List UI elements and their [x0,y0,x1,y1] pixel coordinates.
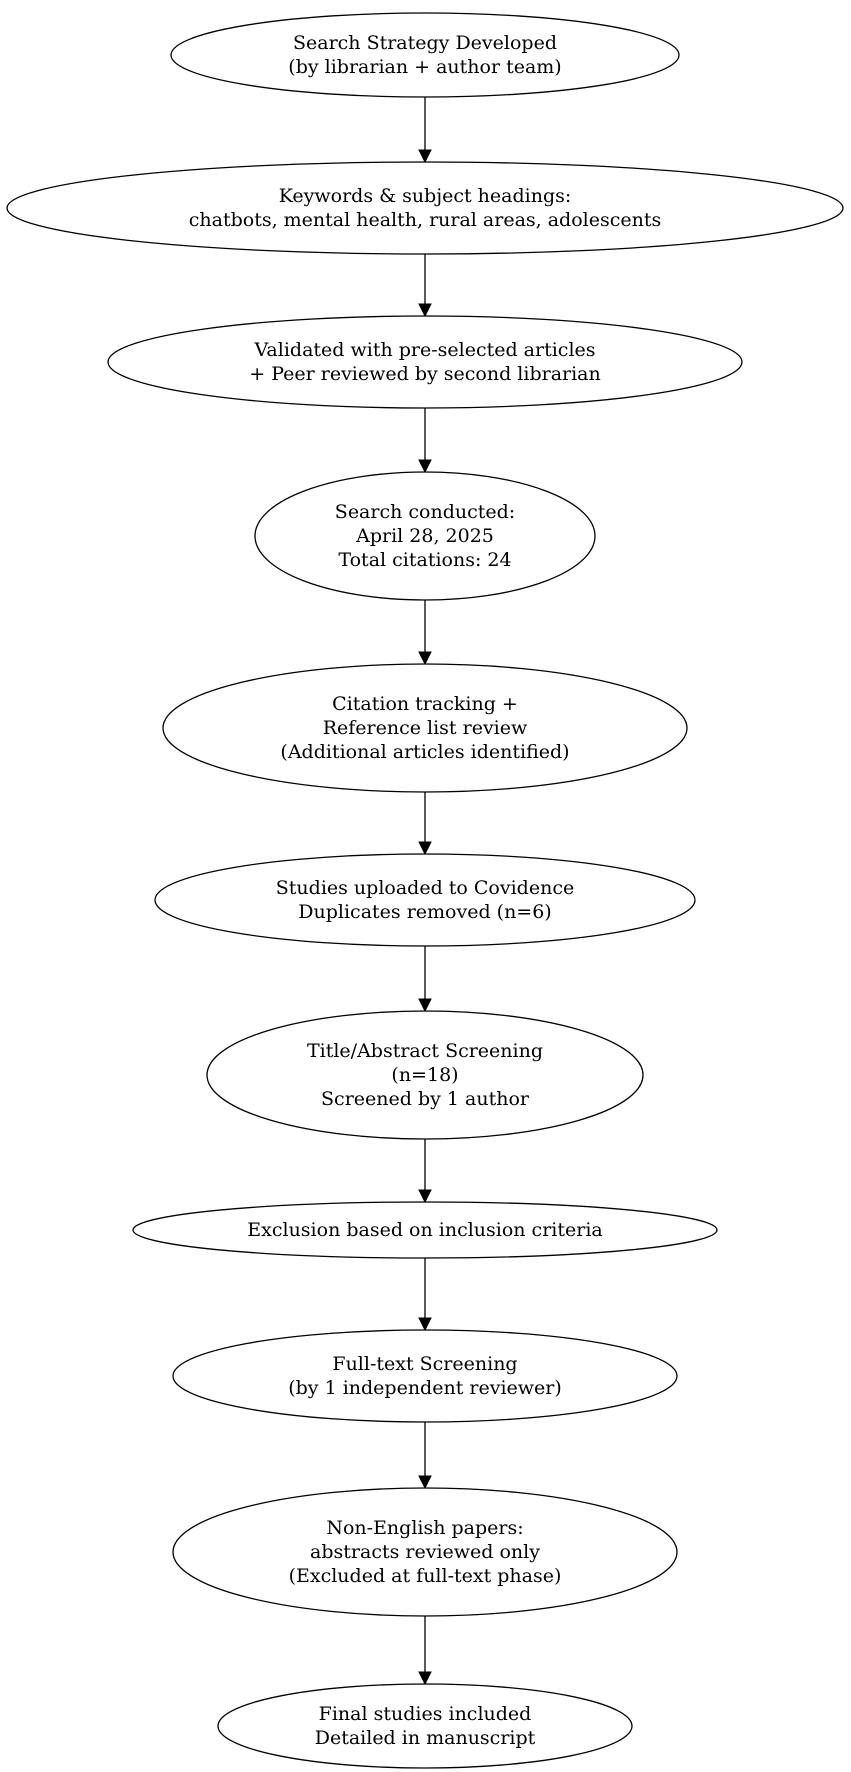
node-label-line: Duplicates removed (n=6) [298,901,551,923]
node-title-abstract-screening: Title/Abstract Screening(n=18)Screened b… [206,1010,644,1140]
node-label-line: Validated with pre-selected articles [253,339,595,361]
edge-arrow [418,600,432,666]
node-label-line: Citation tracking + [332,693,518,715]
node-search-strategy: Search Strategy Developed(by librarian +… [170,12,680,98]
arrowhead [418,651,432,666]
edge-arrow [418,97,432,164]
arrowhead [418,149,432,164]
node-covidence-upload: Studies uploaded to CovidenceDuplicates … [154,853,696,947]
node-label-line: Total citations: 24 [338,549,511,571]
node-ellipse [172,1329,678,1423]
edge-arrow [418,1258,432,1332]
node-non-english: Non-English papers:abstracts reviewed on… [172,1487,678,1617]
node-label-line: (by 1 independent reviewer) [288,1377,562,1399]
edge-arrow [418,1616,432,1686]
node-ellipse [217,1683,633,1769]
nodes-layer: Search Strategy Developed(by librarian +… [6,12,844,1769]
arrowhead [418,998,432,1013]
node-label-line: chatbots, mental health, rural areas, ad… [189,209,662,231]
edge-arrow [418,792,432,856]
node-label-line: Search conducted: [335,501,515,523]
node-label-line: Keywords & subject headings: [279,185,572,207]
edge-arrow [418,1422,432,1490]
node-ellipse [107,315,743,409]
node-label-line: Studies uploaded to Covidence [276,877,574,899]
edge-arrow [418,408,432,474]
node-ellipse [162,663,688,793]
node-label-line: (by librarian + author team) [288,56,561,78]
arrowhead [418,1475,432,1490]
node-exclusion: Exclusion based on inclusion criteria [132,1201,718,1259]
arrowhead [418,1189,432,1204]
edge-arrow [418,1139,432,1204]
arrowhead [418,1317,432,1332]
node-label-line: April 28, 2025 [355,525,494,547]
node-citation-tracking: Citation tracking +Reference list review… [162,663,688,793]
node-label-line: (Excluded at full-text phase) [289,1565,562,1587]
arrowhead [418,459,432,474]
node-label-line: Full-text Screening [332,1353,517,1375]
node-ellipse [170,12,680,98]
node-ellipse [6,161,844,255]
edges-layer [418,97,432,1686]
arrowhead [418,303,432,318]
node-label-line: Final studies included [319,1703,532,1725]
node-ellipse [172,1487,678,1617]
node-label-line: (n=18) [391,1064,458,1086]
edge-arrow [418,254,432,318]
node-ellipse [206,1010,644,1140]
node-ellipse [154,853,696,947]
node-full-text-screening: Full-text Screening(by 1 independent rev… [172,1329,678,1423]
node-ellipse [254,471,596,601]
edge-arrow [418,946,432,1013]
node-label-line: Search Strategy Developed [293,32,557,54]
node-label-line: abstracts reviewed only [310,1541,540,1563]
arrowhead [418,1671,432,1686]
node-label-line: Reference list review [323,717,528,739]
node-label-line: Title/Abstract Screening [307,1040,543,1062]
node-keywords: Keywords & subject headings:chatbots, me… [6,161,844,255]
node-label-line: Screened by 1 author [321,1088,530,1110]
node-label-line: Detailed in manuscript [315,1727,536,1749]
node-validated: Validated with pre-selected articles+ Pe… [107,315,743,409]
node-label-line: Non-English papers: [326,1517,523,1539]
node-label-line: + Peer reviewed by second librarian [249,363,601,385]
node-label-line: Exclusion based on inclusion criteria [247,1219,602,1241]
arrowhead [418,841,432,856]
node-label-line: (Additional articles identified) [280,741,569,763]
node-ellipse [132,1201,718,1259]
